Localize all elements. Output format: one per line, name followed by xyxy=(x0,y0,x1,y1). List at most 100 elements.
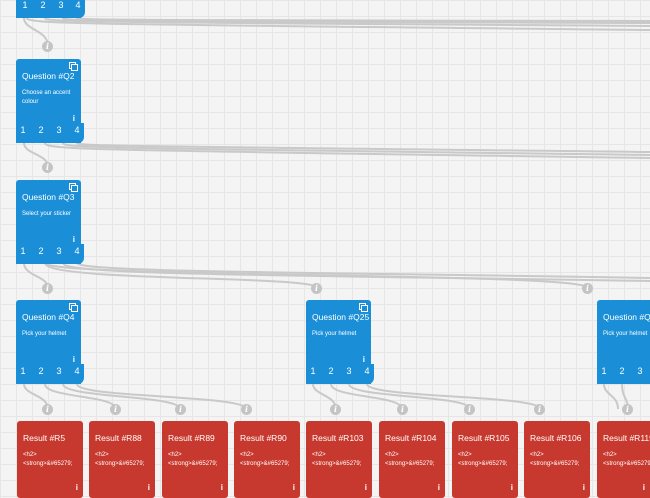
info-icon[interactable]: i xyxy=(72,114,75,123)
result-body: <h2><strong>&#65279; xyxy=(95,451,153,469)
question-node-q2x[interactable]: Question #Q2 Pick your helmet 1 2 3 xyxy=(597,300,650,384)
result-node[interactable]: Result #R119 <h2> <strong>&#65279; i xyxy=(597,421,650,498)
result-body-line: <h2> xyxy=(530,452,544,458)
result-title: Result #R89 xyxy=(168,433,215,443)
answer-3[interactable]: 3 xyxy=(52,244,66,264)
result-body: <h2><strong>&#65279; xyxy=(385,451,443,469)
answer-2[interactable]: 2 xyxy=(34,244,48,264)
answer-3[interactable]: 3 xyxy=(342,364,356,384)
question-node-q2[interactable]: Question #Q2 Choose an accent colour i 1… xyxy=(16,59,84,143)
info-icon[interactable]: i xyxy=(292,483,295,492)
result-node[interactable]: Result #R105 <h2><strong>&#65279; i xyxy=(452,421,518,498)
info-icon[interactable]: i xyxy=(75,483,78,492)
result-title: Result #R103 xyxy=(312,433,364,443)
result-title: Result #R119 xyxy=(603,433,650,443)
info-icon[interactable]: i xyxy=(220,483,223,492)
result-body-line: <h2> xyxy=(240,452,254,458)
result-body: <h2> <strong>&#65279; xyxy=(23,451,81,469)
connector-info-icon[interactable]: i xyxy=(42,283,53,294)
answer-4[interactable]: 4 xyxy=(70,364,84,384)
question-prompt: Pick your helmet xyxy=(312,331,357,337)
answer-3[interactable]: 3 xyxy=(52,123,66,143)
connector-info-icon[interactable]: i xyxy=(397,404,408,415)
question-node-q4[interactable]: Question #Q4 Pick your helmet i 1 2 3 4 xyxy=(16,300,84,384)
question-node-q25[interactable]: Question #Q25 Pick your helmet i 1 2 3 4 xyxy=(306,300,374,384)
answer-4[interactable]: 4 xyxy=(70,123,84,143)
result-body: <h2><strong>&#65279; xyxy=(458,451,516,469)
answer-1[interactable]: 1 xyxy=(18,0,32,18)
answer-4[interactable]: 4 xyxy=(360,364,374,384)
connector-info-icon[interactable]: i xyxy=(464,404,475,415)
answer-2[interactable]: 2 xyxy=(34,123,48,143)
result-body: <h2><strong>&#65279; xyxy=(312,451,370,469)
result-title: Result #R88 xyxy=(95,433,142,443)
question-title: Question #Q2 xyxy=(603,312,650,322)
result-node[interactable]: Result #R5 <h2> <strong>&#65279; i xyxy=(17,421,83,498)
info-icon[interactable]: i xyxy=(72,355,75,364)
info-icon[interactable]: i xyxy=(510,483,513,492)
connector-info-icon[interactable]: i xyxy=(42,404,53,415)
answer-4[interactable]: 4 xyxy=(71,0,85,18)
connector-info-icon[interactable]: i xyxy=(582,283,593,294)
result-body-line: <h2> xyxy=(23,452,37,458)
info-icon[interactable]: i xyxy=(147,483,150,492)
question-prompt: Select your sticker xyxy=(22,211,72,217)
info-icon[interactable]: i xyxy=(582,483,585,492)
question-prompt: Choose an accent colour xyxy=(22,90,71,105)
answer-2[interactable]: 2 xyxy=(615,364,629,384)
result-body-line: <strong>&#65279; xyxy=(23,461,73,467)
result-node[interactable]: Result #R104 <h2><strong>&#65279; i xyxy=(379,421,445,498)
question-prompt: Pick your helmet xyxy=(22,331,67,337)
answer-1[interactable]: 1 xyxy=(16,364,30,384)
result-title: Result #R5 xyxy=(23,433,66,443)
question-node-q3[interactable]: Question #Q3 Select your sticker i 1 2 3… xyxy=(16,180,84,264)
result-body-line: <strong>&#65279; xyxy=(530,461,580,467)
result-node[interactable]: Result #R89 <h2><strong>&#65279; i xyxy=(162,421,228,498)
answer-3[interactable]: 3 xyxy=(54,0,68,18)
connector-info-icon[interactable]: i xyxy=(42,162,53,173)
result-body-line: <h2> xyxy=(603,452,617,458)
connector-info-icon[interactable]: i xyxy=(311,283,322,294)
question-title: Question #Q3 xyxy=(22,192,75,202)
question-node-q1[interactable]: 1 2 3 4 xyxy=(16,0,85,18)
info-icon[interactable]: i xyxy=(362,355,365,364)
answer-4[interactable]: 4 xyxy=(70,244,84,264)
info-icon[interactable]: i xyxy=(72,235,75,244)
answer-row: 1 2 3 4 xyxy=(16,123,84,143)
answer-1[interactable]: 1 xyxy=(597,364,611,384)
result-node[interactable]: Result #R106 <h2><strong>&#65279; i xyxy=(524,421,590,498)
answer-3[interactable]: 3 xyxy=(633,364,647,384)
answer-row: 1 2 3 4 xyxy=(306,364,374,384)
result-body-line: <strong>&#65279; xyxy=(603,461,650,467)
connector-info-icon[interactable]: i xyxy=(241,404,252,415)
connector-info-icon[interactable]: i xyxy=(110,404,121,415)
connector-info-icon[interactable]: i xyxy=(534,404,545,415)
answer-2[interactable]: 2 xyxy=(36,0,50,18)
answer-3[interactable]: 3 xyxy=(52,364,66,384)
connector-info-icon[interactable]: i xyxy=(42,41,53,52)
info-icon[interactable]: i xyxy=(642,483,645,492)
copy-icon[interactable] xyxy=(69,183,78,192)
answer-2[interactable]: 2 xyxy=(324,364,338,384)
answer-row: 1 2 3 4 xyxy=(16,364,84,384)
connector-info-icon[interactable]: i xyxy=(330,404,341,415)
result-body-line: <strong>&#65279; xyxy=(312,461,362,467)
connector-info-icon[interactable]: i xyxy=(622,404,633,415)
answer-row: 1 2 3 4 xyxy=(16,244,84,264)
info-icon[interactable]: i xyxy=(364,483,367,492)
copy-icon[interactable] xyxy=(69,62,78,71)
info-icon[interactable]: i xyxy=(437,483,440,492)
answer-2[interactable]: 2 xyxy=(34,364,48,384)
result-node[interactable]: Result #R90 <h2><strong>&#65279; i xyxy=(234,421,300,498)
answer-1[interactable]: 1 xyxy=(306,364,320,384)
answer-1[interactable]: 1 xyxy=(16,244,30,264)
answer-1[interactable]: 1 xyxy=(16,123,30,143)
result-node[interactable]: Result #R103 <h2><strong>&#65279; i xyxy=(306,421,372,498)
copy-icon[interactable] xyxy=(69,303,78,312)
question-title: Question #Q4 xyxy=(22,312,75,322)
result-node[interactable]: Result #R88 <h2><strong>&#65279; i xyxy=(89,421,155,498)
result-body: <h2> <strong>&#65279; xyxy=(530,451,588,469)
copy-icon[interactable] xyxy=(359,303,368,312)
connector-info-icon[interactable]: i xyxy=(175,404,186,415)
